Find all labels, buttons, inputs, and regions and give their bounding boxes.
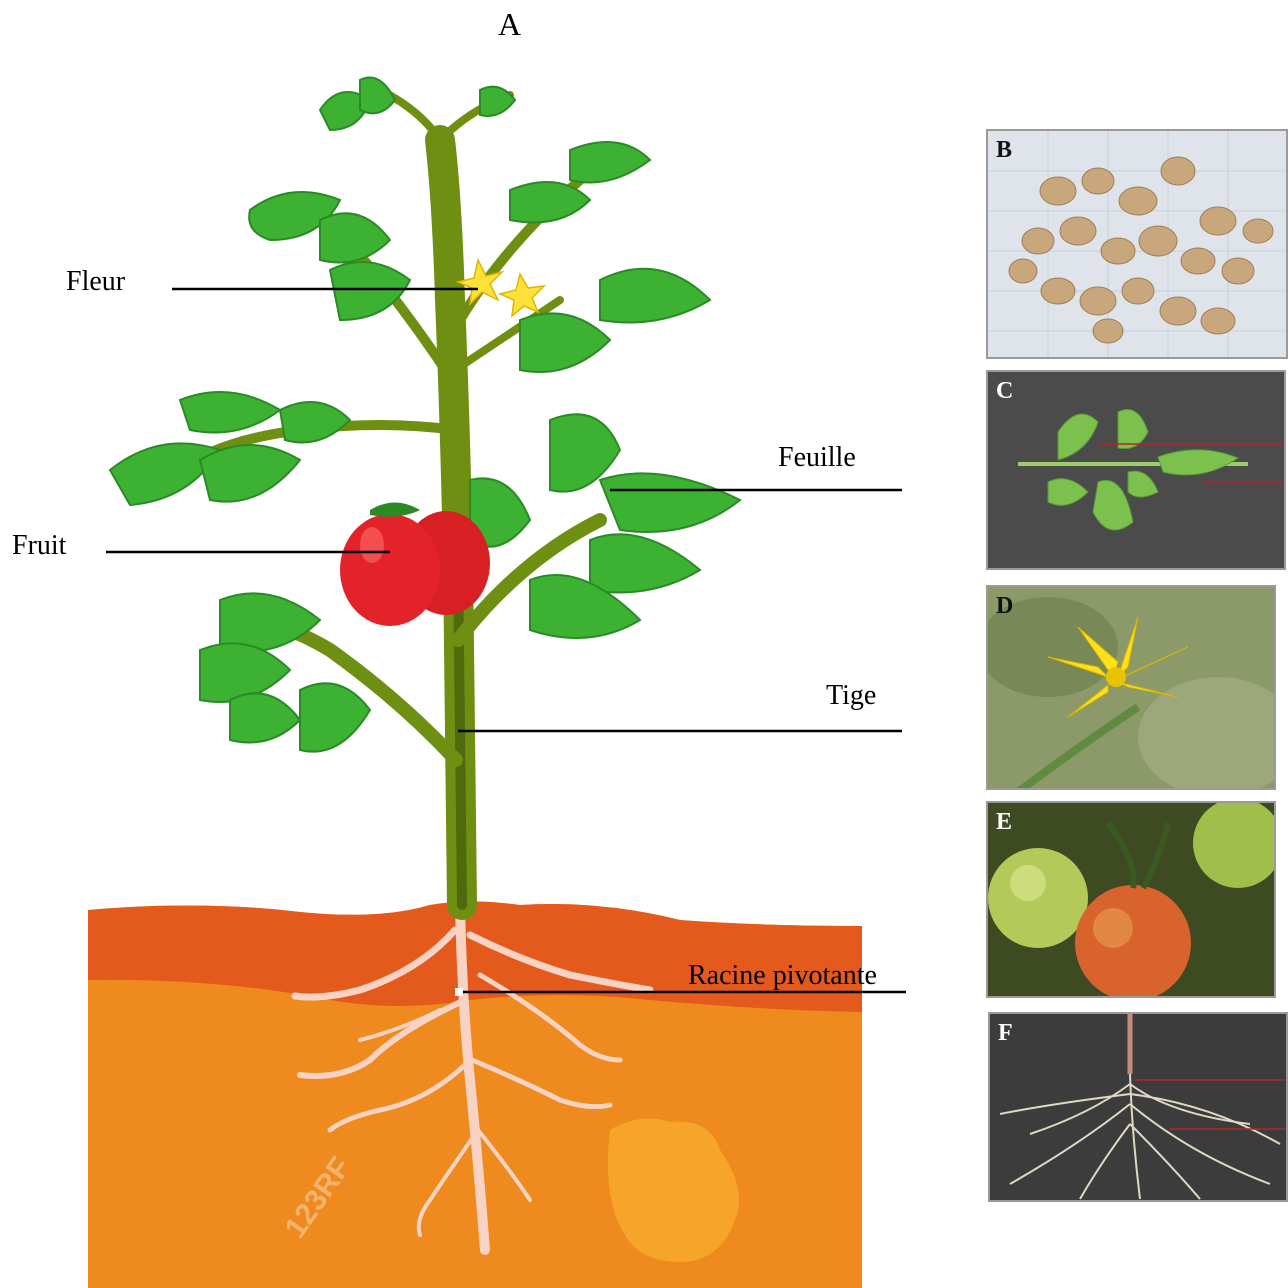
leaf-label: Feuille: [778, 444, 856, 472]
photo-flower: D: [986, 585, 1276, 790]
photo-b-tag: B: [996, 137, 1012, 164]
taproot-marker: [455, 988, 463, 996]
tomatoes: [340, 503, 490, 627]
photo-roots: F: [988, 1012, 1288, 1202]
photo-c-tag: C: [996, 378, 1013, 405]
photo-leaf: C: [986, 370, 1286, 570]
tomato-plant-diagram: 123RF: [0, 0, 980, 1288]
fruit-label: Fruit: [12, 532, 66, 560]
leaves: [110, 78, 740, 752]
panel-a-title: A: [498, 8, 521, 40]
taproot-label: Racine pivotante: [688, 962, 877, 990]
photo-fruits: E: [986, 801, 1276, 998]
flower-label: Fleur: [66, 268, 125, 296]
photo-seeds: B: [986, 129, 1288, 359]
photo-d-tag: D: [996, 593, 1013, 620]
photo-e-tag: E: [996, 809, 1012, 836]
stem-label: Tige: [826, 682, 876, 710]
photo-f-tag: F: [998, 1020, 1013, 1047]
